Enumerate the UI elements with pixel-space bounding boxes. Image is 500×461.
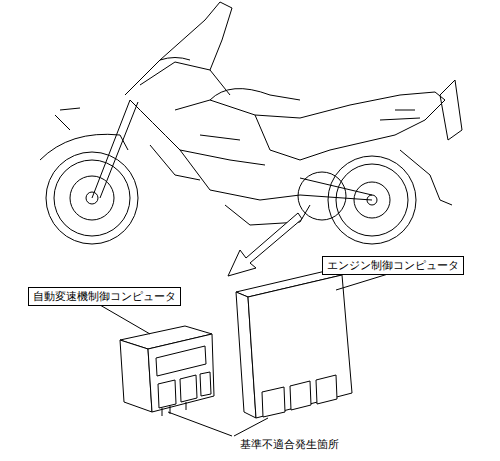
label-text: エンジン制御コンピュータ <box>327 259 459 272</box>
note-label: 基準不適合発生箇所 <box>238 438 341 451</box>
motorcycle <box>40 2 462 244</box>
leader-line <box>100 305 150 334</box>
label-box: エンジン制御コンピュータ <box>322 256 464 275</box>
engine-ecu <box>236 270 352 418</box>
leader-line <box>168 412 268 436</box>
highlight-circle <box>298 172 346 220</box>
leader-line <box>336 274 388 290</box>
transmission-ecu <box>120 326 214 416</box>
label-text: 自動変速機制御コンピュータ <box>33 290 176 303</box>
pointer-arrow <box>228 213 302 276</box>
label-box: 自動変速機制御コンピュータ <box>28 287 181 306</box>
